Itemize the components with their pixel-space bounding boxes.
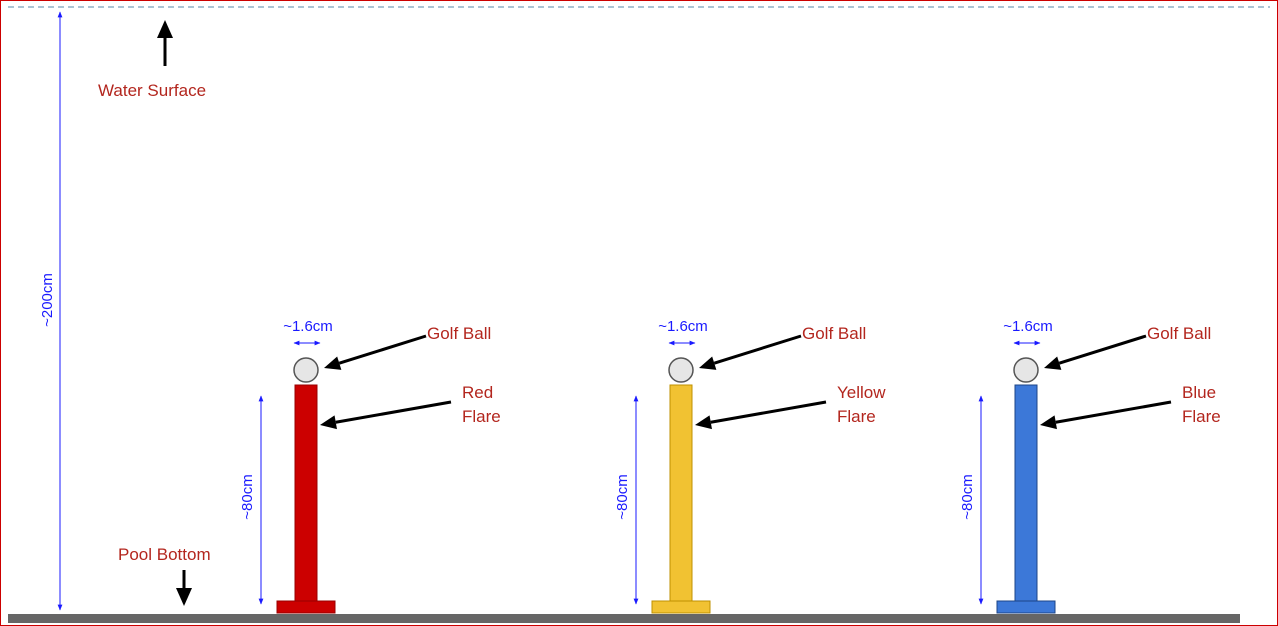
- yellow-flare-label-line2: Flare: [837, 407, 876, 426]
- red-flare-label-line2: Flare: [462, 407, 501, 426]
- yellow-flare-base: [651, 600, 711, 614]
- yellow-flare-arrow-head: [695, 415, 712, 430]
- yellow-golf-ball-label: Golf Ball: [802, 324, 866, 343]
- yellow-flare-arrow: [695, 400, 827, 430]
- red-golf-ball-arrow: [324, 334, 427, 370]
- yellow-width-label: ~1.6cm: [658, 318, 708, 335]
- water-surface-label: Water Surface: [98, 81, 206, 100]
- red-flare-label-line1: Red: [462, 383, 493, 402]
- red-flare-base: [276, 600, 336, 614]
- blue-height-label: ~80cm: [959, 474, 976, 519]
- blue-flare-arrow-shaft: [1055, 400, 1172, 424]
- pool-floor: [8, 614, 1240, 623]
- blue-golf-ball-label: Golf Ball: [1147, 324, 1211, 343]
- blue-flare-label-line2: Flare: [1182, 407, 1221, 426]
- pool-bottom-arrow: [176, 570, 192, 606]
- red-flare-arrow-head: [320, 415, 337, 430]
- yellow-golf-ball-arrow-shaft: [713, 334, 802, 365]
- red-golf-ball-arrow-head: [324, 356, 342, 370]
- blue-golf-ball-arrow-shaft: [1058, 334, 1147, 365]
- red-golf-ball-label: Golf Ball: [427, 324, 491, 343]
- red-width-label: ~1.6cm: [283, 318, 333, 335]
- water-surface-arrow: [157, 20, 173, 66]
- red-flare-arrow: [320, 400, 452, 430]
- blue-golf-ball: [1013, 357, 1039, 383]
- blue-flare-arrow: [1040, 400, 1172, 430]
- blue-golf-ball-arrow: [1044, 334, 1147, 370]
- red-golf-ball: [293, 357, 319, 383]
- blue-flare-base: [996, 600, 1056, 614]
- pool-bottom-label: Pool Bottom: [118, 545, 211, 564]
- red-flare-pole: [294, 384, 318, 602]
- blue-golf-ball-arrow-head: [1044, 356, 1062, 370]
- depth-label: ~200cm: [39, 273, 56, 327]
- blue-flare-pole: [1014, 384, 1038, 602]
- red-height-label: ~80cm: [239, 474, 256, 519]
- yellow-golf-ball-arrow-head: [699, 356, 717, 370]
- yellow-flare-pole: [669, 384, 693, 602]
- yellow-golf-ball-arrow: [699, 334, 802, 370]
- yellow-height-label: ~80cm: [614, 474, 631, 519]
- yellow-flare-label-line1: Yellow: [837, 383, 886, 402]
- red-golf-ball-arrow-shaft: [338, 334, 427, 365]
- yellow-flare-arrow-shaft: [710, 400, 827, 424]
- red-flare-arrow-shaft: [335, 400, 452, 424]
- blue-flare-arrow-head: [1040, 415, 1057, 430]
- blue-width-label: ~1.6cm: [1003, 318, 1053, 335]
- yellow-golf-ball: [668, 357, 694, 383]
- blue-flare-label-line1: Blue: [1182, 383, 1216, 402]
